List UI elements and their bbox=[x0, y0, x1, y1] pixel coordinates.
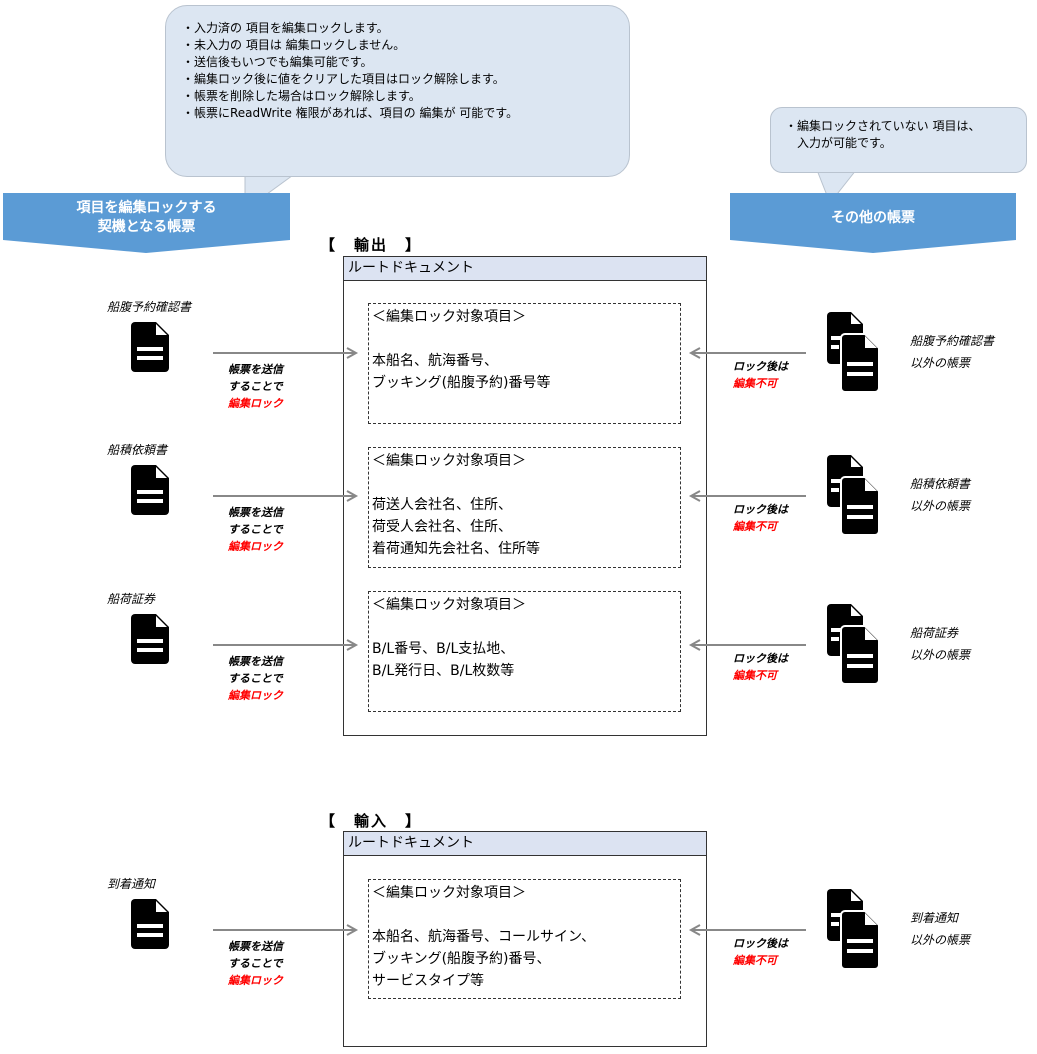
box-item: ブッキング(船腹予約)番号、 bbox=[372, 951, 551, 967]
lock-arrow bbox=[688, 636, 806, 655]
other-documents-icon bbox=[827, 889, 883, 973]
callout-main: ・入力済の 項目を編集ロックします。 ・未入力の 項目は 編集ロックしません。 … bbox=[165, 5, 630, 177]
lock-arrow bbox=[688, 344, 806, 363]
box-item: B/L番号、B/L支払地、 bbox=[372, 641, 515, 657]
send-arrow bbox=[213, 487, 359, 506]
callout-line: ・帳票にReadWrite 権限があれば、項目の 編集が 可能です。 bbox=[182, 106, 519, 120]
lock-arrow bbox=[688, 921, 806, 940]
other-documents-label: 船腹予約確認書以外の帳票 bbox=[910, 334, 995, 370]
callout-line: ・入力済の 項目を編集ロックします。 bbox=[182, 21, 389, 35]
other-documents-label: 船荷証券以外の帳票 bbox=[910, 626, 971, 662]
box-item: 本船名、航海番号、 bbox=[372, 353, 498, 369]
send-arrow bbox=[213, 636, 359, 655]
lock-target-box: ＜編集ロック対象項目＞ B/L番号、B/L支払地、 B/L発行日、B/L枚数等 bbox=[368, 591, 681, 712]
callout-line: ・編集ロック後に値をクリアした項目はロック解除します。 bbox=[182, 72, 505, 86]
send-lock-note: 帳票を送信することで編集ロック bbox=[228, 506, 283, 553]
callout-right: ・編集ロックされていない 項目は、 入力が可能です。 bbox=[770, 107, 1027, 173]
box-item: ブッキング(船腹予約)番号等 bbox=[372, 375, 551, 391]
callout-line: ・未入力の 項目は 編集ロックしません。 bbox=[182, 38, 406, 52]
document-icon bbox=[131, 899, 171, 953]
callout-line: ・帳票を削除した場合はロック解除します。 bbox=[182, 89, 421, 103]
lock-target-box: ＜編集ロック対象項目＞ 本船名、航海番号、 ブッキング(船腹予約)番号等 bbox=[368, 303, 681, 424]
export-title: 【 輸出 】 bbox=[320, 236, 423, 254]
export-root-document: ルートドキュメント bbox=[343, 256, 707, 736]
document-icon bbox=[131, 614, 171, 668]
lock-note: ロック後は編集不可 bbox=[733, 937, 788, 967]
box-title: ＜編集ロック対象項目＞ bbox=[372, 597, 526, 613]
root-document-header: ルートドキュメント bbox=[344, 832, 706, 856]
trigger-document-label: 船積依頼書 bbox=[107, 443, 168, 457]
lock-target-box: ＜編集ロック対象項目＞ 本船名、航海番号、コールサイン、 ブッキング(船腹予約)… bbox=[368, 879, 681, 999]
send-arrow bbox=[213, 921, 359, 940]
trigger-document-label: 船荷証券 bbox=[107, 592, 156, 606]
send-lock-note: 帳票を送信することで編集ロック bbox=[228, 363, 283, 410]
other-documents-icon bbox=[827, 455, 883, 539]
banner-left-shape bbox=[3, 193, 290, 253]
box-item: サービスタイプ等 bbox=[372, 973, 484, 989]
lock-note: ロック後は編集不可 bbox=[733, 652, 788, 682]
other-documents-icon bbox=[827, 604, 883, 688]
trigger-document-label: 到着通知 bbox=[107, 877, 156, 891]
send-lock-note: 帳票を送信することで編集ロック bbox=[228, 655, 283, 702]
box-title: ＜編集ロック対象項目＞ bbox=[372, 309, 526, 325]
banner-right: その他の帳票 bbox=[831, 209, 915, 226]
lock-target-box: ＜編集ロック対象項目＞ 荷送人会社名、住所、 荷受人会社名、住所、 着荷通知先会… bbox=[368, 447, 681, 568]
import-root-document: ルートドキュメント bbox=[343, 831, 707, 1047]
box-title: ＜編集ロック対象項目＞ bbox=[372, 453, 526, 469]
other-documents-label: 船積依頼書以外の帳票 bbox=[910, 477, 971, 513]
callout-line: ・送信後もいつでも編集可能です。 bbox=[182, 55, 373, 69]
box-item: 荷送人会社名、住所、 bbox=[372, 497, 512, 513]
other-documents-label: 到着通知以外の帳票 bbox=[910, 911, 971, 947]
box-item: 着荷通知先会社名、住所等 bbox=[372, 541, 540, 557]
box-item: B/L発行日、B/L枚数等 bbox=[372, 663, 515, 679]
lock-note: ロック後は編集不可 bbox=[733, 503, 788, 533]
lock-arrow bbox=[688, 487, 806, 506]
import-title: 【 輸入 】 bbox=[320, 812, 423, 830]
callout-line: ・編集ロックされていない 項目は、 bbox=[785, 119, 981, 133]
document-icon bbox=[131, 465, 171, 519]
callout-tails bbox=[3, 164, 1016, 253]
document-icon bbox=[131, 322, 171, 376]
trigger-document-label: 船腹予約確認書 bbox=[107, 300, 192, 314]
banner-right-shape bbox=[730, 193, 1016, 253]
box-item: 荷受人会社名、住所、 bbox=[372, 519, 512, 535]
banner-left: 項目を編集ロックする 契機となる帳票 bbox=[76, 200, 217, 235]
box-item: 本船名、航海番号、コールサイン、 bbox=[372, 929, 596, 945]
other-documents-icon bbox=[827, 312, 883, 396]
box-title: ＜編集ロック対象項目＞ bbox=[372, 885, 526, 901]
send-lock-note: 帳票を送信することで編集ロック bbox=[228, 940, 283, 987]
send-arrow bbox=[213, 344, 359, 363]
root-document-header: ルートドキュメント bbox=[344, 257, 706, 281]
lock-note: ロック後は編集不可 bbox=[733, 360, 788, 390]
callout-line: 入力が可能です。 bbox=[785, 136, 892, 150]
